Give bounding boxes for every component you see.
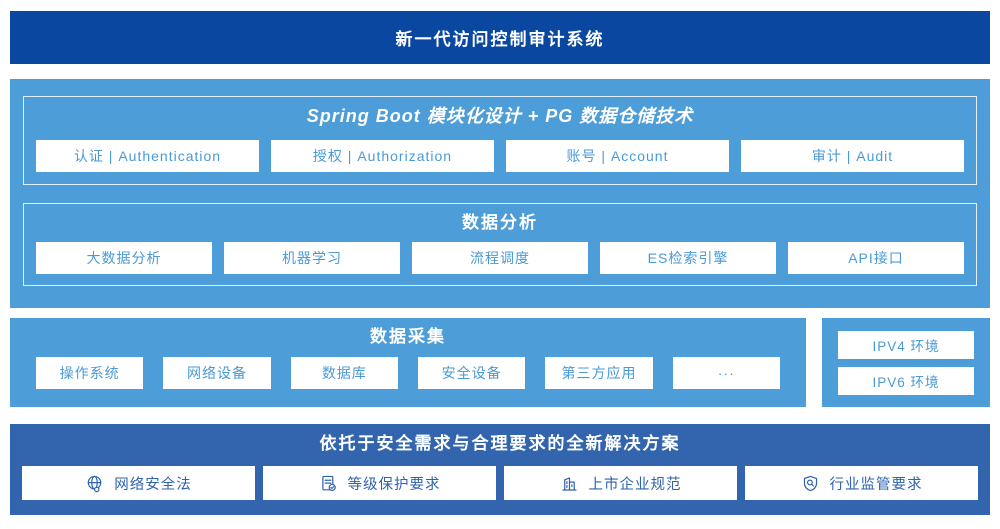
- solution-label: 上市企业规范: [588, 476, 682, 493]
- spring-layer-title: Spring Boot 模块化设计 + PG 数据仓储技术: [306, 106, 694, 126]
- source-database: 数据库: [290, 357, 398, 389]
- solution-classified-protection: 等级保护要求: [263, 466, 496, 500]
- data-analysis-layer: 数据分析 大数据分析 机器学习 流程调度 ES检索引擎 API接口: [23, 203, 977, 286]
- module-workflow-scheduling: 流程调度: [412, 242, 588, 274]
- system-title: 新一代访问控制审计系统: [395, 30, 605, 49]
- source-operating-system: 操作系统: [36, 357, 144, 389]
- network-env-panel: IPV4 环境 IPV6 环境: [822, 318, 990, 407]
- system-title-banner: 新一代访问控制审计系统: [10, 11, 990, 64]
- solution-label: 网络安全法: [114, 476, 192, 493]
- solution-listed-company-standard: 上市企业规范: [504, 466, 737, 500]
- solution-label: 等级保护要求: [347, 476, 441, 493]
- analysis-layer-items: 大数据分析 机器学习 流程调度 ES检索引擎 API接口: [24, 242, 976, 274]
- solution-industry-regulation: 行业监管要求: [745, 466, 978, 500]
- shield-search-icon: [803, 475, 817, 491]
- analysis-layer-title: 数据分析: [462, 213, 538, 232]
- source-network-device: 网络设备: [163, 357, 271, 389]
- globe-network-icon: [87, 475, 102, 492]
- module-audit: 审计 | Audit: [741, 140, 964, 172]
- module-es-search-engine: ES检索引擎: [600, 242, 776, 274]
- collection-items: 操作系统 网络设备 数据库 安全设备 第三方应用 ···: [10, 357, 806, 389]
- solution-block: 依托于安全需求与合理要求的全新解决方案 网络安全法: [10, 424, 990, 515]
- source-third-party-app: 第三方应用: [545, 357, 653, 389]
- module-api-interface: API接口: [788, 242, 964, 274]
- solution-items: 网络安全法 等级保护要求: [10, 466, 990, 500]
- solution-label: 行业监管要求: [829, 476, 923, 493]
- document-check-icon: [321, 475, 336, 491]
- module-bigdata-analysis: 大数据分析: [36, 242, 212, 274]
- source-ellipsis: ···: [672, 357, 780, 389]
- data-collection-block: 数据采集 操作系统 网络设备 数据库 安全设备 第三方应用 ···: [10, 318, 806, 407]
- platform-block: Spring Boot 模块化设计 + PG 数据仓储技术 认证 | Authe…: [10, 79, 990, 308]
- module-authentication: 认证 | Authentication: [36, 140, 259, 172]
- spring-boot-layer: Spring Boot 模块化设计 + PG 数据仓储技术 认证 | Authe…: [23, 96, 977, 185]
- buildings-icon: [561, 476, 577, 491]
- env-ipv6: IPV6 环境: [838, 367, 974, 395]
- collection-title: 数据采集: [370, 327, 446, 346]
- module-account: 账号 | Account: [506, 140, 729, 172]
- module-authorization: 授权 | Authorization: [271, 140, 494, 172]
- env-ipv4: IPV4 环境: [838, 331, 974, 359]
- solution-cyber-security-law: 网络安全法: [22, 466, 255, 500]
- source-security-device: 安全设备: [417, 357, 526, 389]
- spring-layer-items: 认证 | Authentication 授权 | Authorization 账…: [24, 140, 976, 172]
- solution-title: 依托于安全需求与合理要求的全新解决方案: [319, 434, 681, 453]
- module-machine-learning: 机器学习: [224, 242, 400, 274]
